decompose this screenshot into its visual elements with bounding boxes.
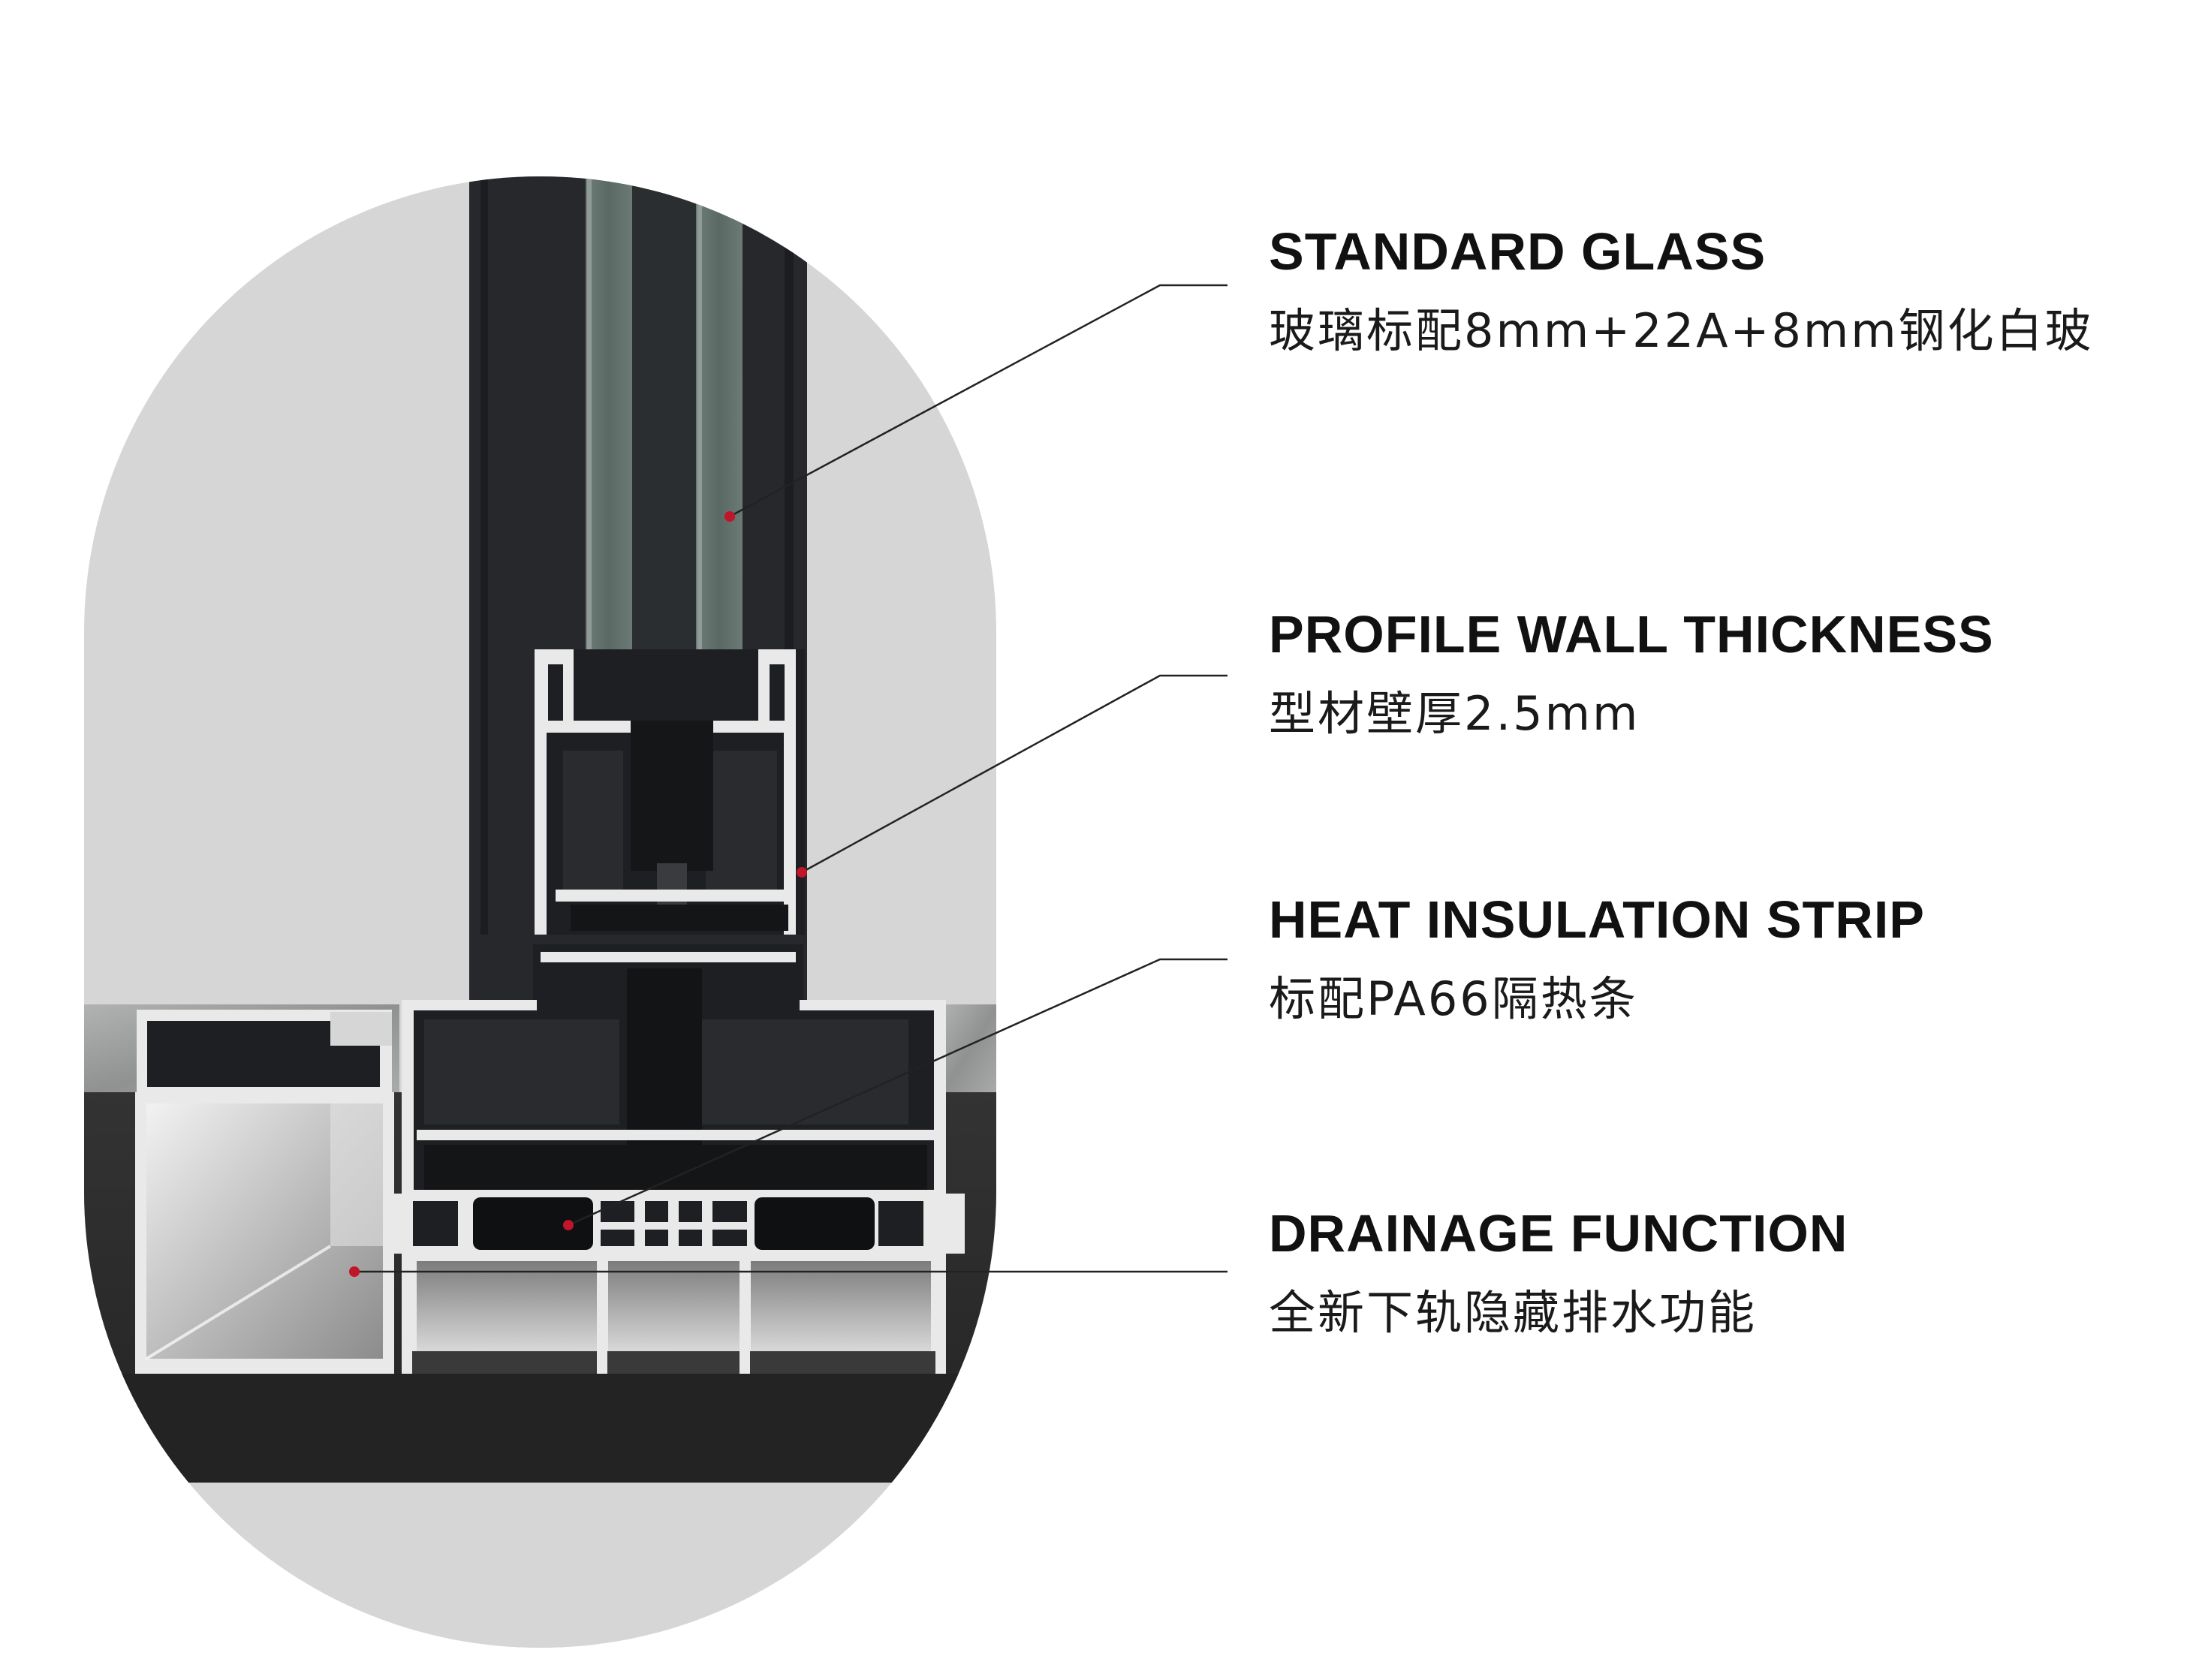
callout-title: PROFILE WALL THICKNESS xyxy=(1269,605,1994,664)
marker-drainage xyxy=(349,1266,360,1277)
callout-drainage-function: DRAINAGE FUNCTION 全新下轨隐藏排水功能 xyxy=(1269,1207,1848,1336)
callout-standard-glass: STANDARD GLASS 玻璃标配8mm+22A+8mm钢化白玻 xyxy=(1269,225,2094,354)
callout-title: DRAINAGE FUNCTION xyxy=(1269,1204,1848,1263)
markers xyxy=(349,511,807,1277)
callout-subtitle: 全新下轨隐藏排水功能 xyxy=(1269,1285,1758,1340)
lower-rail xyxy=(402,1250,946,1374)
leader-line-profile xyxy=(801,674,1228,874)
callout-title: STANDARD GLASS xyxy=(1269,222,1767,281)
leader-line-glass xyxy=(729,284,1228,518)
callout-heat-insulation-strip: HEAT INSULATION STRIP 标配PA66隔热条 xyxy=(1269,893,1925,1022)
main-frame-profile xyxy=(387,944,965,1254)
leader-lines xyxy=(354,284,1228,1273)
marker-profile xyxy=(797,867,807,878)
callout-title: HEAT INSULATION STRIP xyxy=(1269,890,1925,949)
leader-line-strip xyxy=(568,958,1228,1227)
marker-strip xyxy=(563,1220,574,1230)
callout-profile-wall-thickness: PROFILE WALL THICKNESS 型材壁厚2.5mm xyxy=(1269,608,1994,737)
marker-glass xyxy=(724,511,735,522)
callout-subtitle: 标配PA66隔热条 xyxy=(1269,971,1638,1026)
sash-profile xyxy=(535,649,805,935)
glass-panes xyxy=(586,176,743,713)
wall-stone-right xyxy=(942,1004,996,1094)
callout-subtitle: 型材壁厚2.5mm xyxy=(1269,686,1640,741)
callout-subtitle: 玻璃标配8mm+22A+8mm钢化白玻 xyxy=(1269,303,2094,358)
floor-lower xyxy=(84,1483,996,1648)
drainage-box xyxy=(135,1010,394,1374)
